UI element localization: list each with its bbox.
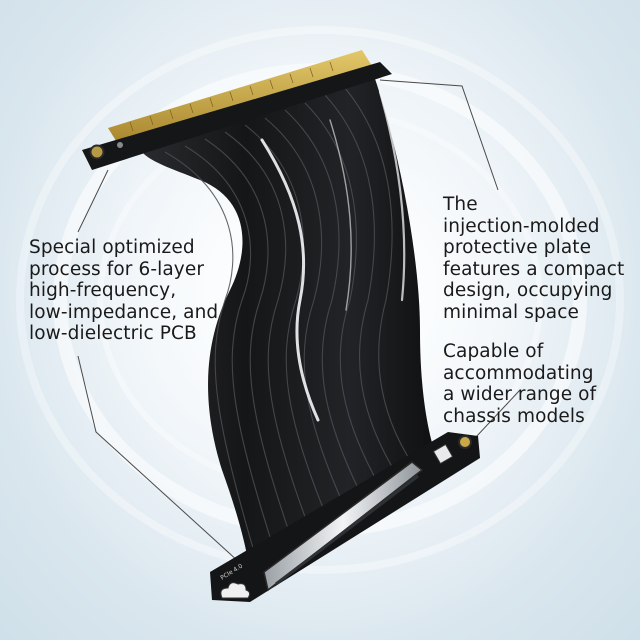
chassis-callout-line-2: accommodating	[443, 362, 594, 384]
plate-callout-line-4: features a compact	[443, 258, 625, 280]
pcb-callout-line-4: low-impedance, and	[29, 301, 219, 323]
chassis-callout-line-3: a wider range of	[443, 384, 597, 405]
ribbon-cable	[140, 70, 438, 580]
chassis-callout-line-4: chassis models	[443, 405, 585, 427]
gold-finger-edge	[108, 50, 372, 144]
plate-callout-text: The injection-molded protective plate fe…	[443, 194, 624, 323]
pcie-slot	[263, 461, 424, 592]
top-connector	[82, 50, 392, 170]
pcb-callout-line-2: process for 6-layer	[29, 258, 205, 280]
cloud-mark-icon	[220, 582, 251, 599]
mounting-screw-icon	[89, 144, 105, 160]
top-connector-housing	[82, 62, 392, 170]
bottom-slot-board: PCIe 4.0	[210, 432, 480, 602]
pcb-callout-line-5: low-dielectric PCB	[29, 323, 197, 344]
pcb-callout-text: Special optimized process for 6-layer hi…	[29, 237, 218, 345]
plate-callout-line-5: design, occupying	[443, 280, 613, 301]
chassis-callout-line-1: Capable of	[443, 341, 544, 362]
bottom-screw-icon	[458, 435, 472, 449]
chassis-callout-text: Capable of accommodating a wider range o…	[443, 341, 596, 427]
pcb-callout-line-1: Special optimized	[29, 237, 195, 258]
cable-wire-lines	[164, 87, 421, 573]
gold-finger-pins	[129, 61, 334, 132]
pcb-callout-line-3: high-frequency,	[29, 280, 177, 301]
plate-callout-line-1: The	[443, 194, 478, 215]
plate-callout-line-2: injection-molded	[443, 215, 600, 237]
plate-callout-line-6: minimal space	[443, 301, 579, 323]
cable-sheen	[260, 90, 406, 422]
plate-callout-line-3: protective plate	[443, 237, 592, 258]
